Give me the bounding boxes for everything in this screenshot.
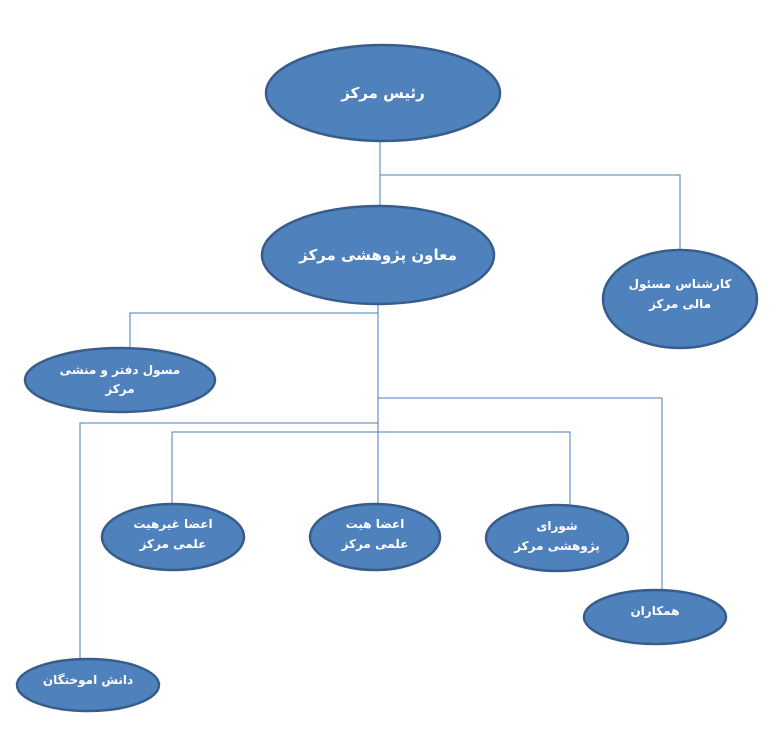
node-finance[interactable]: کارشناس مسئول مالی مرکز <box>601 248 759 350</box>
node-alumni-label: دانش اموختگان <box>43 673 133 688</box>
node-deputy[interactable]: معاون پژوهشی مرکز <box>260 204 496 306</box>
node-finance-label-1: کارشناس مسئول <box>629 277 732 292</box>
node-office-label-2: مرکز <box>104 382 134 396</box>
connector-head-finance <box>379 140 681 250</box>
node-faculty[interactable]: اعضا هیت علمی مرکز <box>308 502 442 572</box>
node-council-label-2: پژوهشی مرکز <box>513 539 600 554</box>
connector-deputy-office <box>129 312 378 348</box>
node-non-faculty-label-2: علمی مرکز <box>139 537 207 551</box>
node-non-faculty[interactable]: اعضا غیرهیت علمی مرکز <box>100 502 246 572</box>
node-colleagues-label: همکاران <box>630 604 679 618</box>
node-faculty-label-2: علمی مرکز <box>341 537 409 551</box>
node-colleagues[interactable]: همکاران <box>582 588 728 646</box>
node-council-label-1: شورای <box>536 519 577 534</box>
connectors <box>79 140 681 658</box>
node-head[interactable]: رئیس مرکز <box>264 43 502 143</box>
node-faculty-label-1: اعضا هیت <box>346 517 405 531</box>
connector-members-bar <box>171 431 571 505</box>
node-office[interactable]: مسول دفتر و منشی مرکز <box>23 346 217 414</box>
node-non-faculty-label-1: اعضا غیرهیت <box>133 517 212 531</box>
node-finance-label-2: مالی مرکز <box>648 297 711 311</box>
node-head-label: رئیس مرکز <box>340 84 425 102</box>
node-office-label-1: مسول دفتر و منشی <box>60 363 181 378</box>
connector-deputy-colleagues <box>378 397 663 590</box>
node-deputy-label: معاون پژوهشی مرکز <box>298 246 457 265</box>
node-alumni[interactable]: دانش اموختگان <box>15 657 161 713</box>
node-council[interactable]: شورای پژوهشی مرکز <box>484 503 630 573</box>
connector-deputy-alumni <box>79 422 378 658</box>
